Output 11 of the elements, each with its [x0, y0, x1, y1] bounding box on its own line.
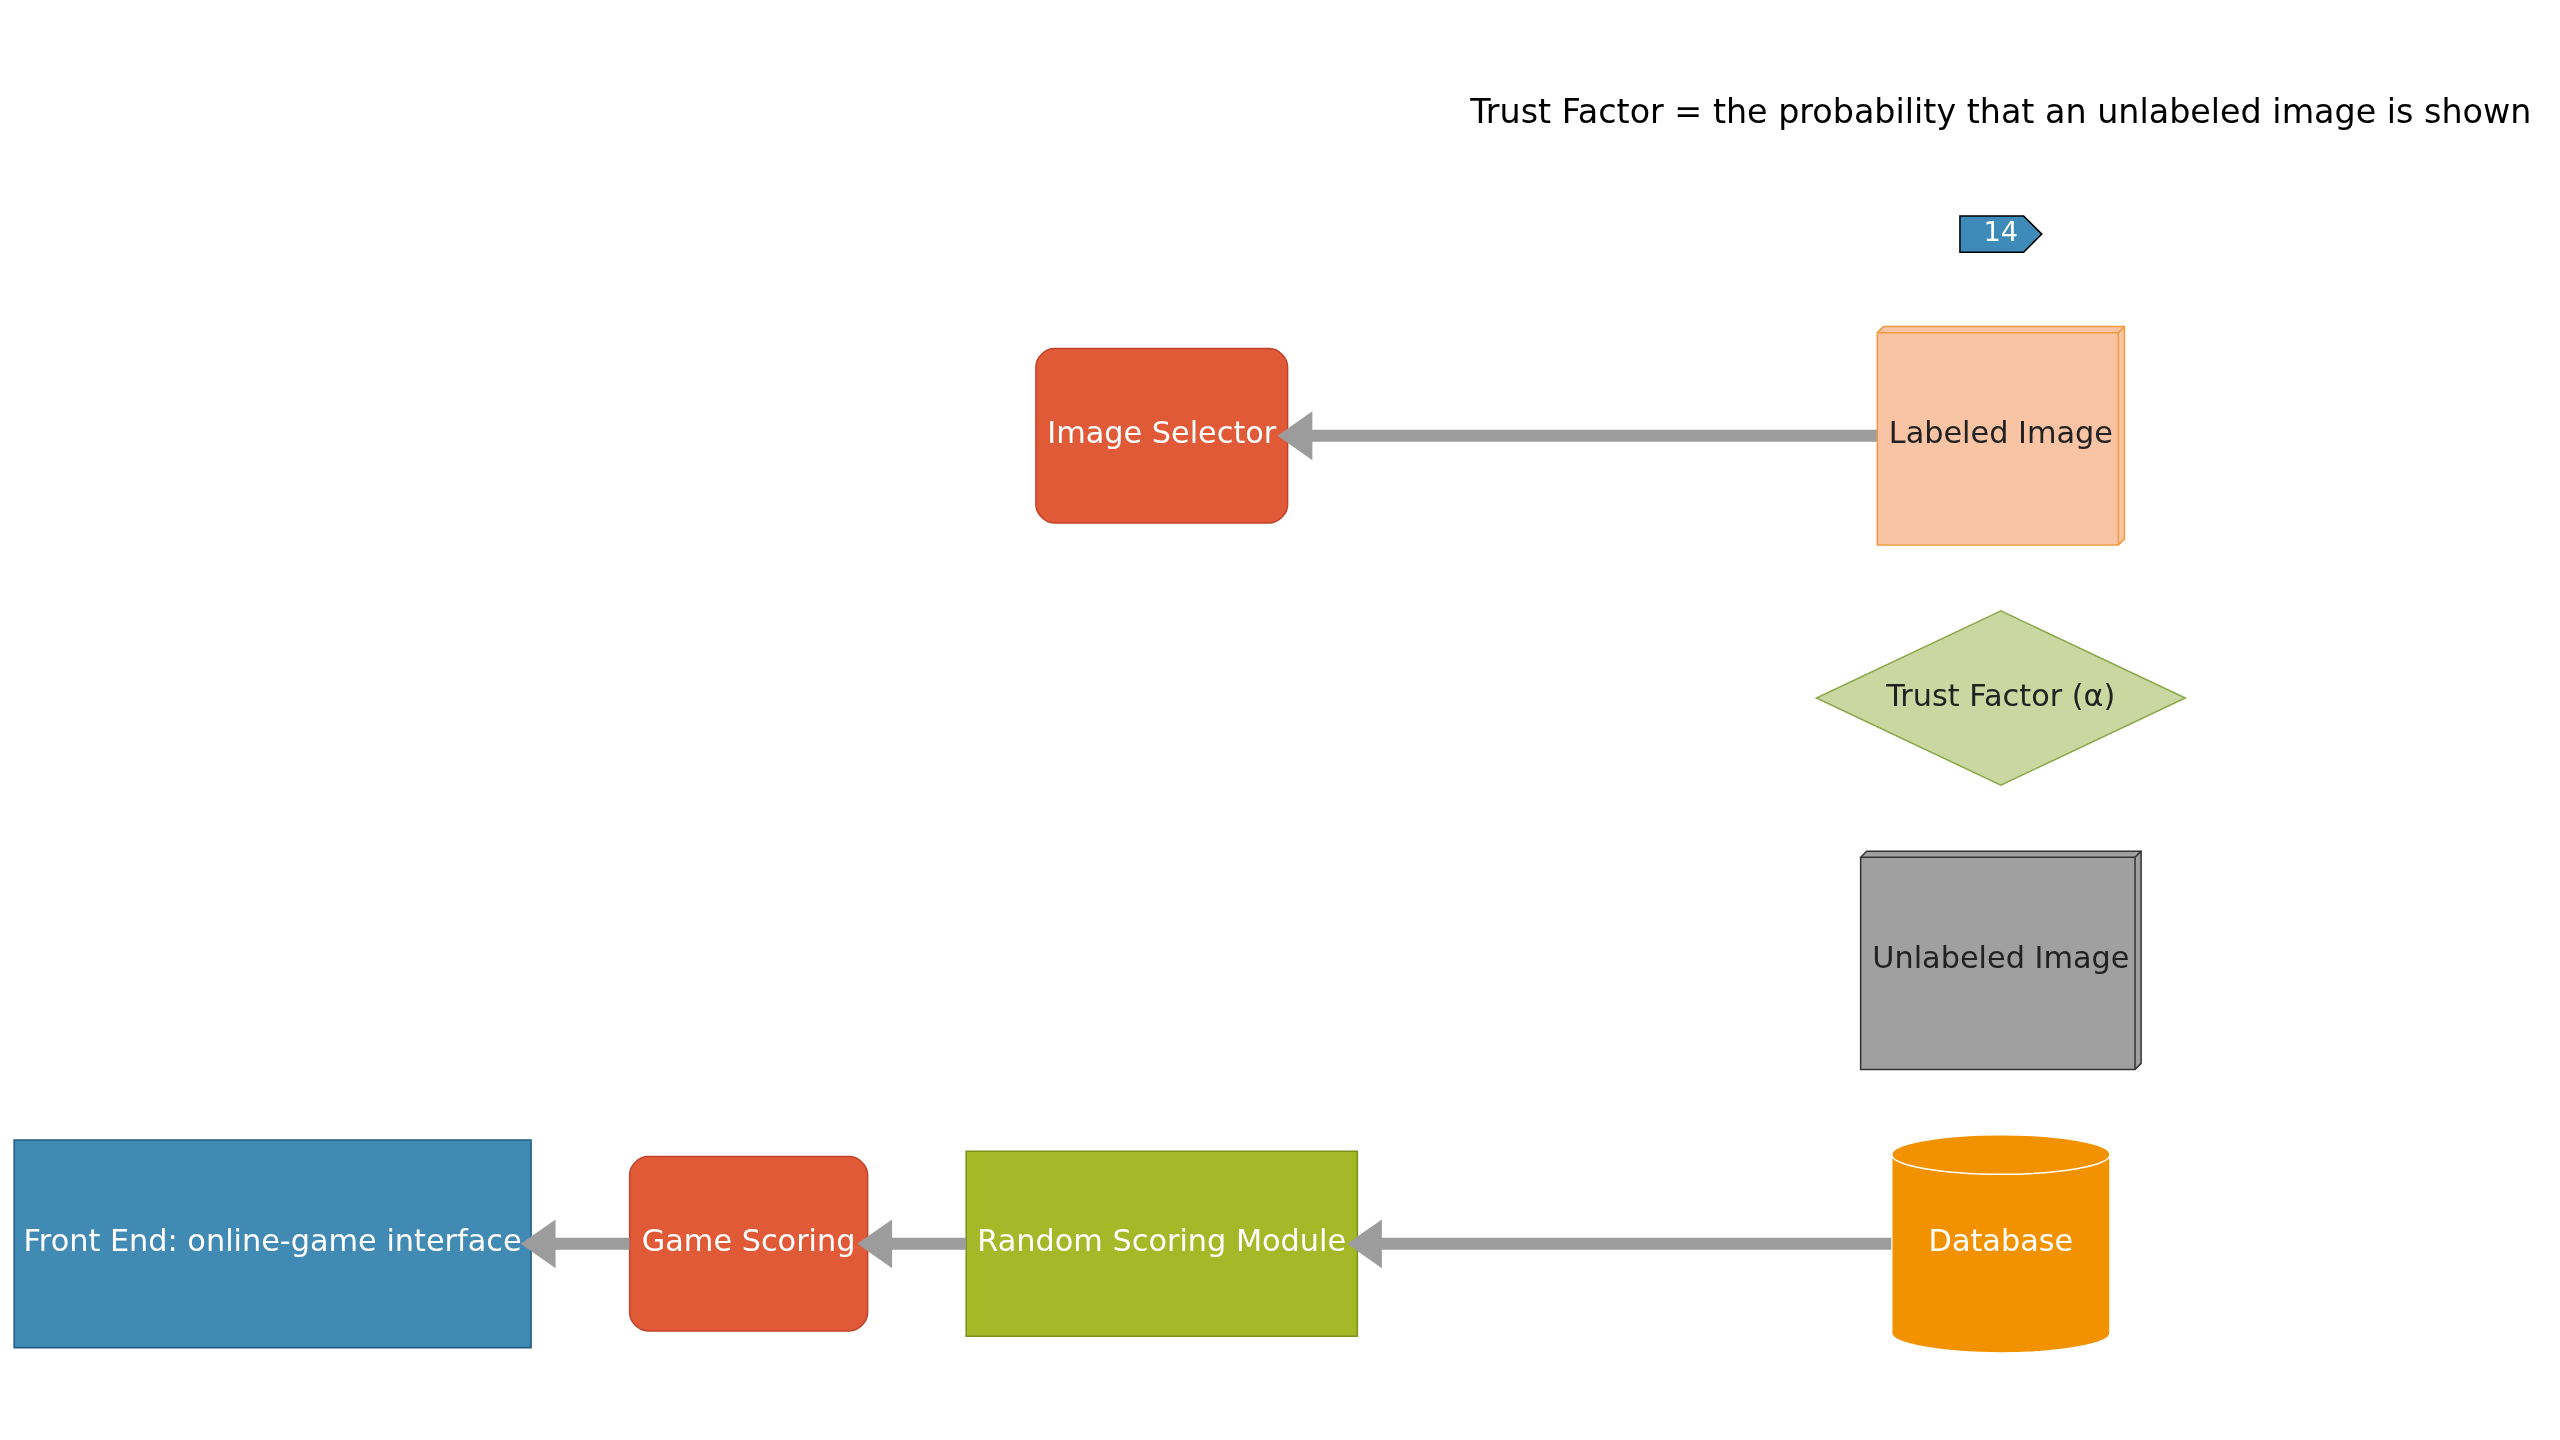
arrow — [1277, 411, 1877, 461]
node-diamond: Trust Factor (α) — [1814, 610, 2188, 787]
arrow — [1347, 1219, 1892, 1269]
arrow — [520, 1219, 630, 1269]
node-box: Front End: online-game interface — [13, 1139, 532, 1349]
node-box: Image Selector — [1035, 347, 1289, 524]
label: Trust Factor = the probability that an unlabeled image is shown — [1470, 91, 2532, 131]
label: 14 — [1983, 215, 2019, 247]
node-box: Random Scoring Module — [965, 1150, 1359, 1337]
arrow — [857, 1219, 966, 1269]
node-box: Game Scoring — [628, 1155, 869, 1332]
